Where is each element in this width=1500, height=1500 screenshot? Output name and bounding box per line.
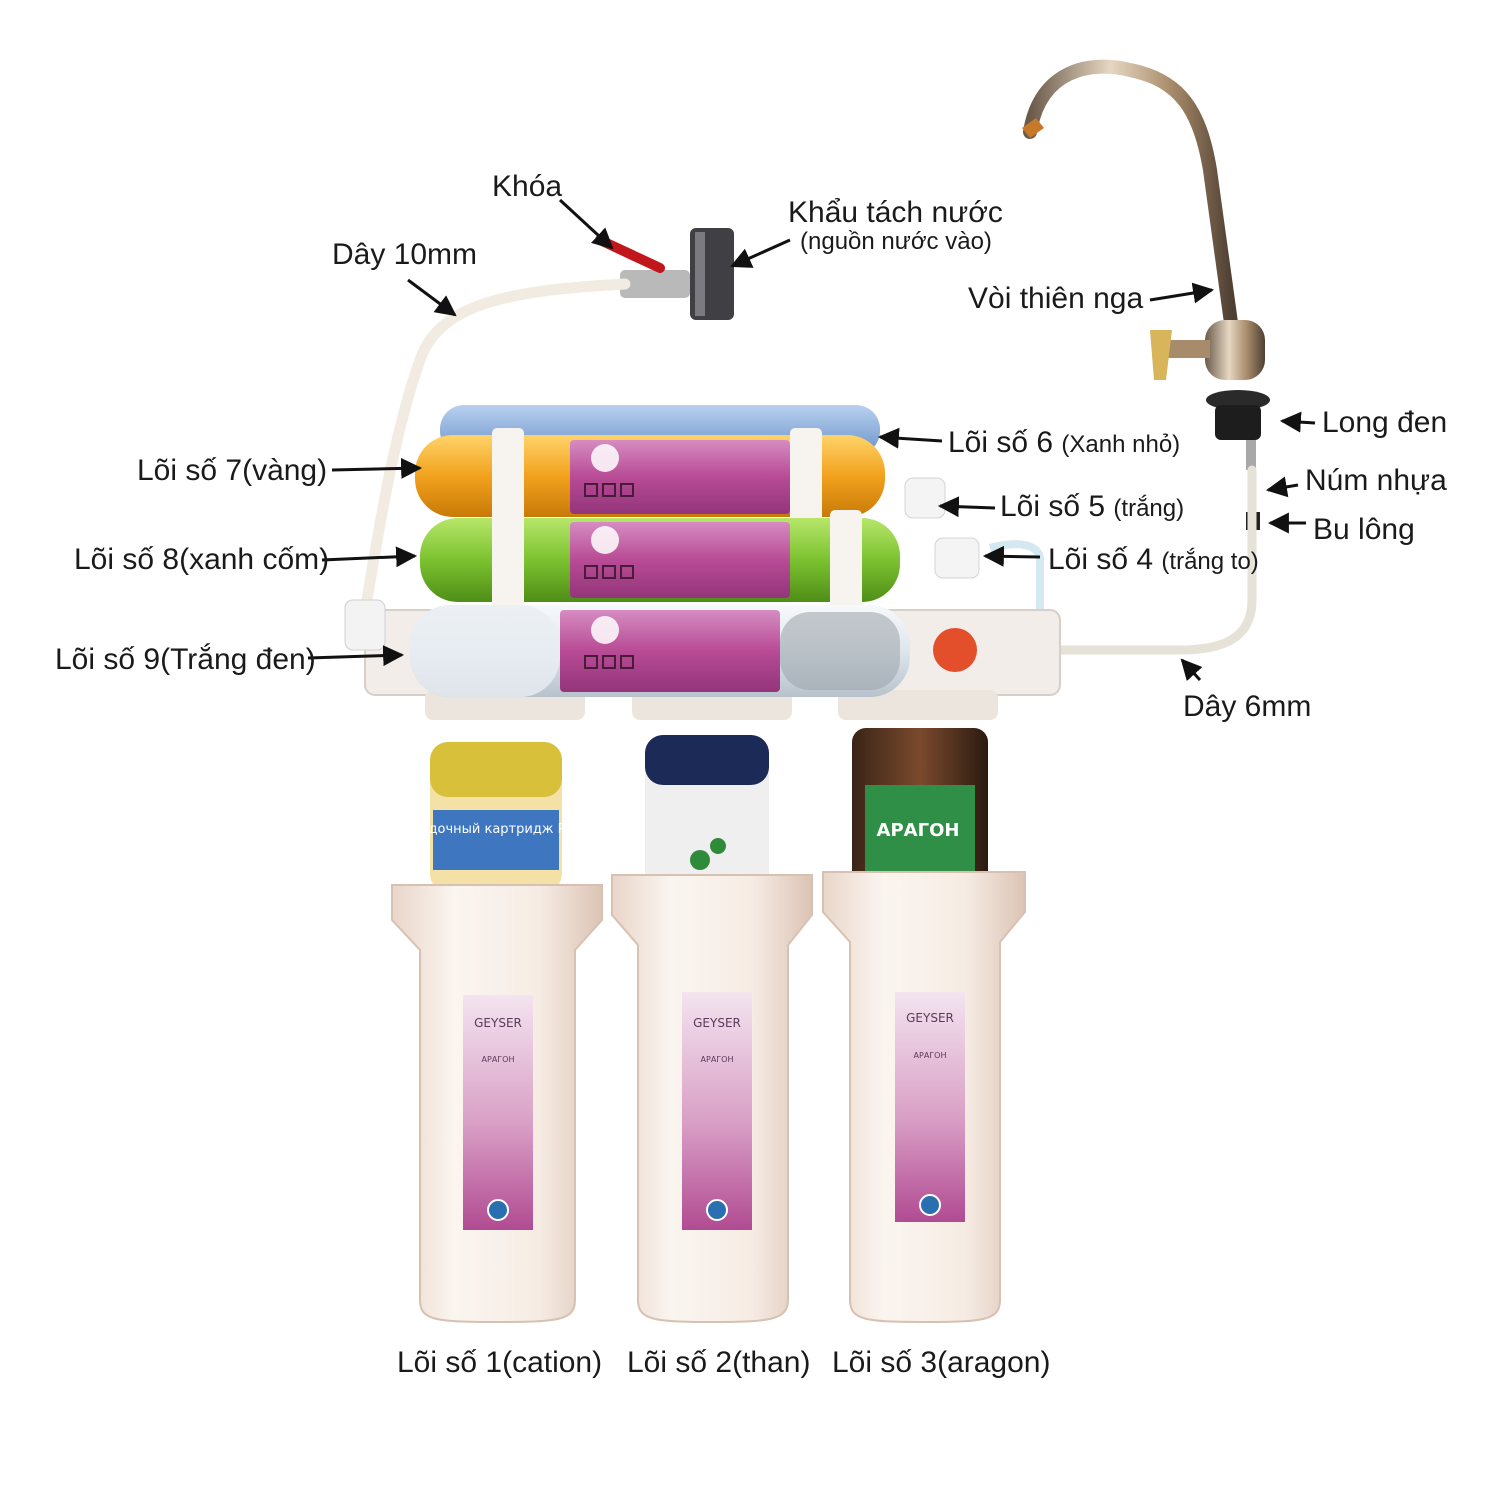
label-loi-6-note: (Xanh nhỏ) — [1061, 431, 1181, 458]
label-nguon-nuoc-vao: (nguồn nước vào) — [800, 228, 992, 255]
arrow-loi-7 — [331, 457, 423, 479]
label-khau-tach-nuoc: Khẩu tách nước — [788, 196, 1003, 229]
arrow-voi-thien-nga — [1149, 282, 1215, 304]
label-num-nhua: Núm nhựa — [1305, 464, 1447, 497]
callout-arrows — [307, 198, 1316, 682]
cartridge-4-white — [934, 537, 980, 579]
cartridge-3-top: АРАГОН — [852, 728, 988, 893]
arrow-day-10mm — [407, 278, 457, 317]
arrow-loi-6 — [877, 427, 943, 449]
housing-1-label: АРАГОН — [482, 1055, 515, 1064]
label-bu-long: Bu lông — [1313, 513, 1415, 546]
label-day-10mm: Dây 10mm — [332, 238, 478, 271]
arrow-khau-tach-nuoc — [730, 238, 791, 268]
label-khoa: Khóa — [492, 170, 563, 203]
inlet-valve — [595, 228, 734, 320]
housing-3-label: АРАГОН — [914, 1051, 947, 1060]
cartridge-7-yellow — [415, 428, 885, 523]
label-loi-9: Lõi số 9(Trắng đen) — [55, 643, 316, 676]
label-day-6mm: Dây 6mm — [1183, 690, 1312, 723]
cartridge-9-white-black — [344, 599, 910, 697]
housing-1-brand: GEYSER — [474, 1016, 522, 1030]
cartridge-2-top — [645, 735, 769, 895]
arrow-loi-8 — [321, 546, 418, 568]
label-long-den: Long đen — [1322, 406, 1448, 439]
warning-badge — [933, 628, 977, 672]
housing-2: GEYSER АРАГОН — [611, 874, 813, 1324]
label-loi-5-note: (trắng) — [1113, 495, 1185, 522]
cartridge-5-white — [904, 477, 946, 519]
label-loi-1: Lõi số 1(cation) — [397, 1346, 603, 1379]
label-loi-4: Lõi số 4 (trắng to) — [1048, 545, 1259, 575]
label-loi-6-main: Lõi số 6 — [948, 426, 1054, 459]
cartridge-1-text: Осадочный картридж PYPP — [403, 822, 589, 837]
label-loi-4-note: (trắng to) — [1161, 548, 1259, 575]
housing-1: GEYSER АРАГОН — [391, 884, 603, 1324]
label-loi-6: Lõi số 6 (Xanh nhỏ) — [948, 428, 1180, 458]
housing-3: GEYSER АРАГОН — [822, 871, 1026, 1324]
housing-3-brand: GEYSER — [906, 1011, 954, 1025]
arrow-loi-5 — [937, 496, 996, 518]
faucet-tip — [1022, 118, 1044, 138]
housing-2-label: АРАГОН — [701, 1055, 734, 1064]
label-loi-5: Lõi số 5 (trắng) — [1000, 492, 1184, 522]
label-loi-3: Lõi số 3(aragon) — [832, 1346, 1051, 1379]
label-loi-4-main: Lõi số 4 — [1048, 543, 1154, 576]
label-loi-5-main: Lõi số 5 — [1000, 490, 1106, 523]
arrow-long-den — [1279, 411, 1316, 433]
cartridge-3-name: АРАГОН — [877, 820, 960, 841]
arrow-khoa — [558, 198, 614, 250]
label-loi-2: Lõi số 2(than) — [627, 1346, 811, 1379]
tube-10mm — [356, 278, 631, 636]
label-loi-7: Lõi số 7(vàng) — [137, 454, 328, 487]
label-loi-8: Lõi số 8(xanh cốm) — [74, 543, 330, 576]
arrow-loi-4 — [982, 545, 1041, 567]
tube-6mm — [995, 465, 1257, 655]
housing-2-brand: GEYSER — [693, 1016, 741, 1030]
arrow-loi-9 — [307, 645, 405, 667]
cartridge-1-top: Осадочный картридж PYPP — [403, 742, 589, 892]
arrow-num-nhua — [1265, 476, 1299, 498]
label-voi-thien-nga: Vòi thiên nga — [968, 282, 1144, 315]
faucet-handle[interactable] — [1150, 330, 1172, 380]
cartridge-8-green — [420, 510, 900, 610]
arrow-day-6mm — [1180, 658, 1203, 682]
